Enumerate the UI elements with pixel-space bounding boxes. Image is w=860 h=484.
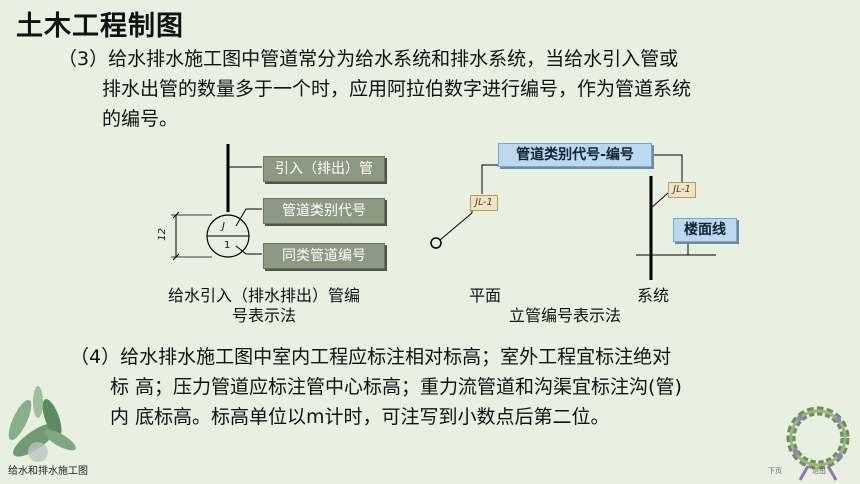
next-page-link[interactable]: 下页 [768, 467, 782, 475]
paragraph-3-line-1: （3）给水排水施工图中管道常分为给水系统和排水系统，当给水引入管或 [58, 48, 679, 70]
paragraph-4: （4）给水排水施工图中室内工程应标注相对标高；室外工程宜标注绝对 标 高；压力管… [70, 342, 790, 432]
system-label: 系统 [636, 286, 669, 305]
wreath-decoration-icon [786, 406, 850, 481]
tag-system: JL-1 [668, 182, 696, 198]
plan-riser-circle [430, 237, 442, 249]
dimension-slash-top [172, 211, 180, 219]
paragraph-4-line-2: 标 高；压力管道应标注管中心标高；重力流管道和沟渠宜标注沟(管) [110, 376, 682, 398]
label-pipe-number: 同类管道编号 [263, 243, 385, 269]
system-leader [650, 192, 669, 209]
header-leader-left [481, 164, 498, 194]
label-pipe-category: 管道类别代号 [263, 198, 385, 224]
footer-title: 给水和排水施工图 [8, 466, 88, 477]
label-inlet-pipe: 引入（排出）管 [263, 156, 385, 182]
leader-number [235, 245, 262, 255]
page-title: 土木工程制图 [16, 11, 184, 42]
plan-leader [439, 212, 473, 241]
header-leader-right [650, 154, 683, 182]
circle-bottom-text: 1 [224, 240, 231, 251]
left-caption-line-1: 给水引入（排水排出）管编 [167, 286, 360, 305]
paragraph-3: （3）给水排水施工图中管道常分为给水系统和排水系统，当给水引入管或 排水出管的数… [58, 44, 798, 134]
paragraph-3-line-2: 排水出管的数量多于一个时，应用阿拉伯数字进行编号，作为管道系统 [102, 78, 692, 100]
paragraph-4-line-1: （4）给水排水施工图中室内工程应标注相对标高；室外工程宜标注绝对 [70, 346, 672, 368]
dimension-slash-bottom [172, 253, 180, 261]
label-floor-line: 楼面线 [673, 218, 737, 242]
left-caption-line-2: 号表示法 [231, 306, 296, 325]
circle-top-text: J [222, 221, 225, 232]
paragraph-4-line-3: 内 底标高。标高单位以m计时，可注写到小数点后第二位。 [110, 406, 610, 428]
tag-plan: JL-1 [470, 195, 498, 211]
label-category-code-number: 管道类别代号-编号 [498, 143, 652, 167]
paragraph-3-line-3: 的编号。 [102, 108, 179, 130]
plant-decoration-icon [8, 386, 76, 462]
dimension-text: 12 [156, 228, 168, 241]
left-caption: 给水引入（排水排出）管编 号表示法 [148, 286, 380, 326]
leader-category [235, 208, 262, 227]
exit-link[interactable]: 退出 [812, 467, 826, 475]
plan-label: 平面 [468, 286, 501, 305]
right-caption: 立管编号表示法 [508, 306, 621, 325]
